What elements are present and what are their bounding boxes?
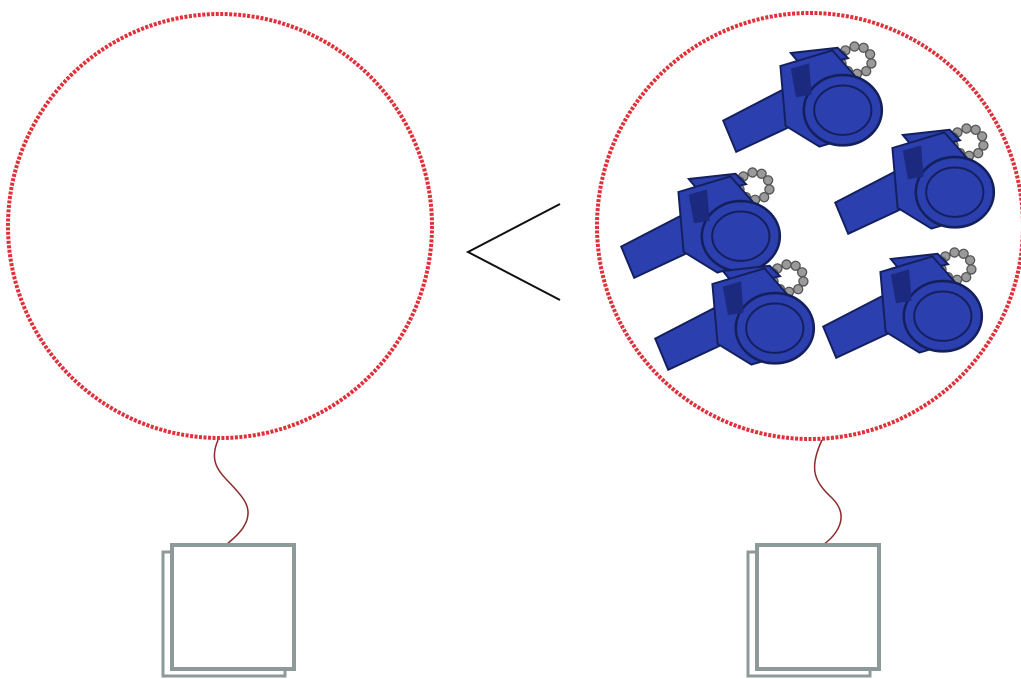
right-group xyxy=(595,11,1021,678)
whistle-icon xyxy=(653,258,816,372)
right-string xyxy=(813,439,842,549)
whistle-icon xyxy=(619,166,782,280)
whistle-icon xyxy=(821,246,984,360)
right-group-circle xyxy=(595,11,1021,441)
left-group-circle xyxy=(6,12,434,440)
less-than-symbol xyxy=(465,203,561,301)
whistle-icon xyxy=(721,40,884,154)
right-answer-box[interactable] xyxy=(746,543,881,678)
whistle-group xyxy=(619,40,996,372)
left-string xyxy=(213,439,249,549)
left-group xyxy=(6,12,434,678)
left-answer-box[interactable] xyxy=(161,543,296,678)
